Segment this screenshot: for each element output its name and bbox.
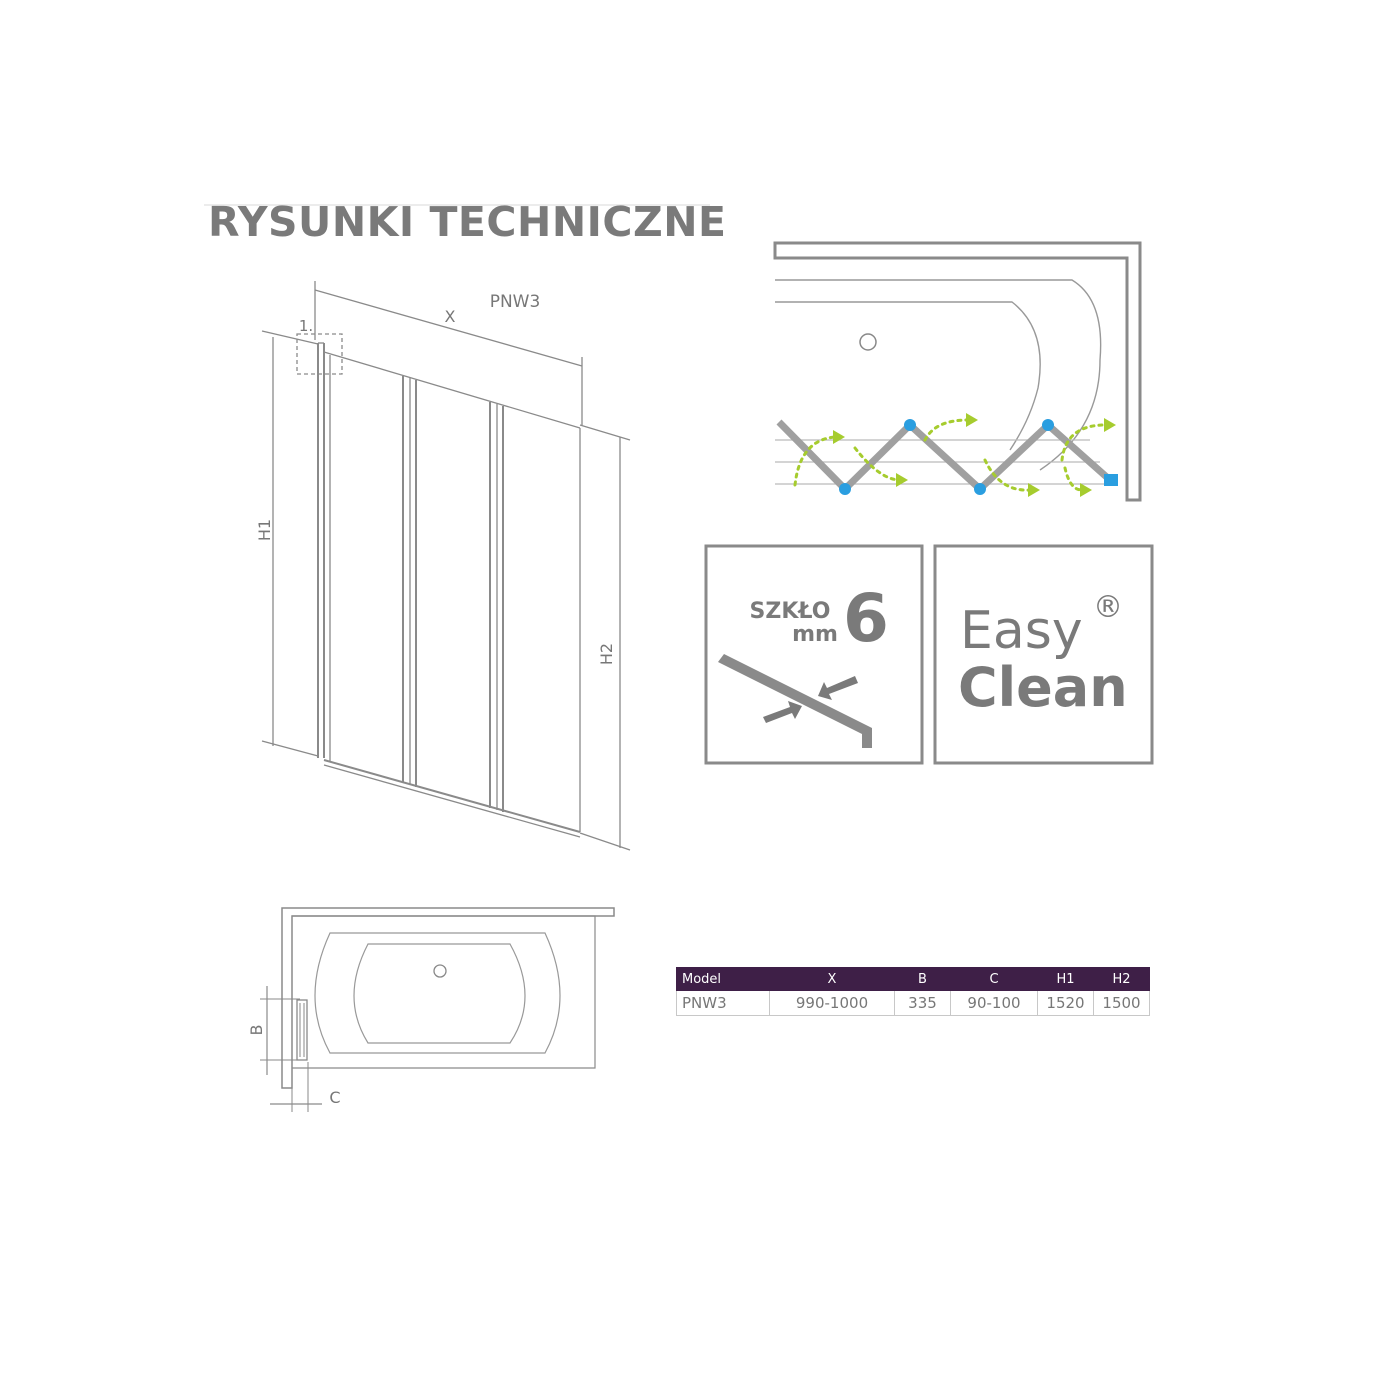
glass-badge-frame (704, 544, 924, 765)
arrow-head-icon (896, 473, 908, 487)
plan-bathtub-basin (353, 943, 526, 1044)
glass-unit: mm (792, 622, 838, 647)
model-label: PNW3 (490, 292, 541, 312)
wall-hinge-icon (1104, 474, 1118, 486)
glass-word: SZKŁO (750, 599, 831, 624)
panel-bottom-edge-2 (323, 764, 581, 838)
arrow-head-icon (833, 430, 845, 444)
glass-pane-icon (718, 654, 872, 748)
dimension-x-line (314, 289, 583, 367)
dimension-b-label: B (247, 1025, 266, 1036)
pressure-arrow-icon (818, 676, 858, 700)
heading-rule (204, 204, 710, 206)
drain-icon (859, 333, 877, 351)
column-header: H1 (1037, 967, 1094, 991)
table-cell: 1520 (1037, 990, 1094, 1016)
table-row: PNW3 990-1000 335 90-100 1520 1500 (676, 990, 1150, 1016)
folded-panels (776, 419, 1113, 493)
bathtub-outer (775, 279, 1102, 471)
spec-table: Model X B C H1 H2 PNW3 990-1000 335 90-1… (676, 967, 1150, 1016)
glass-thickness-value: 6 (843, 580, 889, 657)
plan-bath-outline (292, 915, 596, 1069)
page-title: RYSUNKI TECHNICZNE (208, 198, 727, 246)
pressure-arrow-icon (763, 701, 802, 723)
table-cell: 90-100 (950, 990, 1038, 1016)
dimension-h1-extension-bottom (261, 740, 319, 757)
column-header: C (950, 967, 1038, 991)
easy-clean-line2: Clean (958, 656, 1128, 719)
arrow-head-icon (966, 413, 978, 427)
panel-top-edge (323, 351, 581, 429)
detail-marker: 1. (299, 317, 313, 335)
easy-clean-line1: Easy (960, 601, 1083, 661)
column-header: Model (676, 967, 770, 991)
arrow-head-icon (1080, 483, 1092, 497)
folding-diagram (773, 241, 1142, 502)
registered-mark: ® (1093, 590, 1123, 625)
dimension-h1-label: H1 (255, 519, 274, 541)
hinge-joint-icon (974, 483, 986, 495)
arrow-head-icon (1028, 483, 1040, 497)
dimension-c-label: C (329, 1088, 340, 1107)
front-view-drawing (261, 281, 631, 851)
column-header: X (769, 967, 895, 991)
arrow-heads (833, 413, 1116, 497)
table-cell: 1500 (1093, 990, 1150, 1016)
dimension-h2-extension-bottom (579, 832, 631, 851)
hinge-joint-icon (839, 483, 851, 495)
arrow-head-icon (1104, 418, 1116, 432)
table-header-row: Model X B C H1 H2 (676, 967, 1150, 991)
hinge-joint-icon (904, 419, 916, 431)
panel-bottom-edge (323, 759, 581, 833)
glass-thickness-badge: SZKŁO mm 6 (704, 544, 924, 765)
easy-clean-badge: Easy Clean ® (933, 544, 1154, 765)
plan-bathtub-rim (314, 932, 561, 1054)
column-header: H2 (1093, 967, 1150, 991)
table-cell: 335 (894, 990, 951, 1016)
hinge-joint-icon (1042, 419, 1054, 431)
bathtub-inner (775, 301, 1041, 451)
arrow-path (923, 418, 970, 442)
dimension-x-label: X (445, 307, 456, 326)
plan-wall-outline (281, 907, 615, 1089)
plan-view-drawing (260, 907, 615, 1112)
wall-outline (773, 241, 1142, 502)
detail-box (296, 333, 343, 375)
dimension-h1-extension-top (261, 330, 319, 345)
table-cell: PNW3 (676, 990, 770, 1016)
column-header: B (894, 967, 951, 991)
dimension-h2-label: H2 (597, 643, 616, 665)
arrow-path (1060, 423, 1107, 462)
plan-drain-icon (433, 964, 447, 978)
arrow-path (1063, 466, 1084, 492)
arrow-path (853, 446, 902, 482)
arrow-path (793, 435, 837, 487)
table-cell: 990-1000 (769, 990, 895, 1016)
dimension-h2-extension-top (579, 424, 631, 441)
easy-clean-frame (933, 544, 1154, 765)
plan-panel-pack (296, 999, 308, 1061)
